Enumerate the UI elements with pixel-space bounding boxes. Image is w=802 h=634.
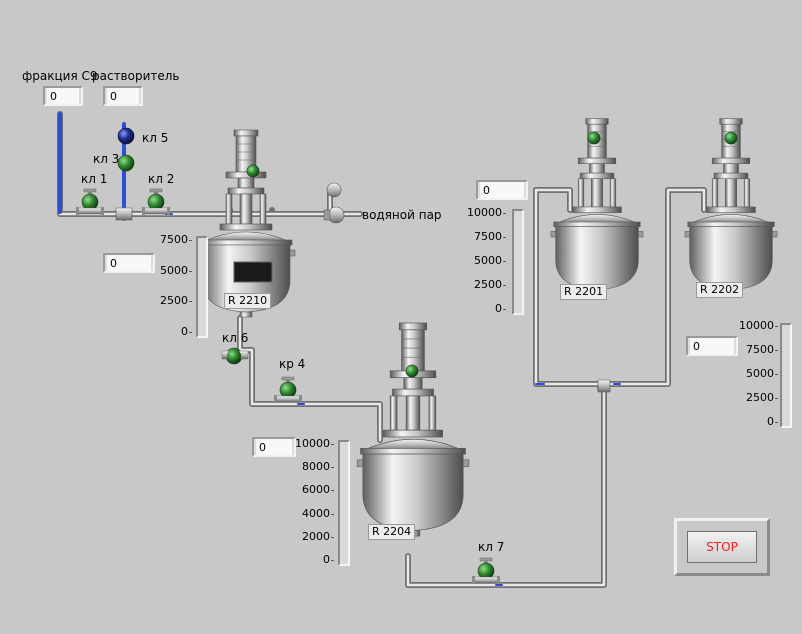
valve-kl5[interactable]	[117, 127, 135, 145]
valve-kl3-label: кл 3	[93, 152, 120, 166]
scale-tick: 0	[495, 302, 506, 315]
steam-label: водяной пар	[362, 208, 442, 222]
reactor-r2204	[356, 322, 470, 537]
r2201-value[interactable]	[480, 182, 524, 198]
sight-glass	[233, 261, 273, 283]
scale-tick: 5000	[746, 367, 778, 380]
scale-tick: 2500	[474, 278, 506, 291]
valve-kl3[interactable]	[117, 154, 135, 172]
valve-kl2-label: кл 2	[148, 172, 175, 186]
c9-input[interactable]	[47, 88, 79, 104]
scale-tick: 0	[323, 553, 334, 566]
valve-kr4[interactable]	[274, 376, 302, 404]
scale-tick: 5000	[474, 254, 506, 267]
c9-box	[43, 86, 83, 106]
scale-tick: 7500	[160, 233, 192, 246]
reactor-r2210-label: R 2210	[224, 293, 272, 309]
valve-kl7-label: кл 7	[478, 540, 505, 554]
valve-kl1[interactable]	[76, 188, 104, 216]
valve-kr4-label: кр 4	[279, 357, 306, 371]
valve-kl7[interactable]	[472, 557, 500, 585]
scale-tick: 0	[767, 415, 778, 428]
valve-kl6-label: кл 6	[222, 331, 249, 345]
reactor-r2201	[550, 118, 644, 295]
reactor-r2210	[196, 129, 296, 318]
scale-tick: 2500	[746, 391, 778, 404]
steam-valve[interactable]	[323, 182, 345, 224]
scale-tick: 10000	[739, 319, 778, 332]
scale-tick: 7500	[474, 230, 506, 243]
scale-tick: 0	[181, 325, 192, 338]
scale-tick: 2000	[302, 529, 334, 543]
scale-tick: 2500	[160, 294, 192, 308]
r2204-value[interactable]	[256, 439, 292, 455]
r2202-value-box	[686, 336, 738, 356]
scale-tick: 10000	[467, 206, 506, 219]
solvent-input[interactable]	[107, 88, 139, 104]
valve-kl2[interactable]	[142, 188, 170, 216]
r2210-value-box	[103, 253, 155, 273]
c9-label: фракция С9	[22, 69, 98, 83]
motor-indicator-r2210	[246, 164, 260, 178]
r2201-value-box	[476, 180, 528, 200]
reactor-r2202-label: R 2202	[696, 282, 744, 298]
motor-indicator-r2204	[405, 364, 419, 378]
r2204-scale: 10000 8000 6000 4000 2000 0	[290, 438, 334, 566]
motor-indicator-r2202	[724, 131, 738, 145]
r2204-level-gauge	[338, 440, 350, 566]
reactor-r2202	[684, 118, 778, 295]
r2202-value[interactable]	[690, 338, 734, 354]
r2210-value[interactable]	[107, 255, 151, 271]
r2201-scale: 10000 7500 5000 2500 0	[462, 207, 506, 315]
scale-tick: 6000	[302, 483, 334, 497]
scale-tick: 10000	[295, 437, 334, 450]
r2202-scale: 10000 7500 5000 2500 0	[734, 320, 778, 428]
stop-frame: STOP	[674, 518, 770, 576]
solvent-box	[103, 86, 143, 106]
stop-button[interactable]: STOP	[687, 531, 757, 563]
r2210-level-gauge	[196, 236, 208, 338]
scale-tick: 5000	[160, 263, 192, 277]
r2201-level-gauge	[512, 209, 524, 315]
r2210-scale: 7500 5000 2500 0	[148, 234, 192, 338]
r2204-value-box	[252, 437, 296, 457]
valve-kl6[interactable]	[221, 347, 249, 365]
motor-indicator-r2201	[587, 131, 601, 145]
reactor-r2204-label: R 2204	[368, 524, 416, 540]
solvent-label: растворитель	[92, 69, 180, 83]
valve-kl5-label: кл 5	[142, 131, 169, 145]
scale-tick: 7500	[746, 343, 778, 356]
reactor-r2201-label: R 2201	[560, 284, 608, 300]
scale-tick: 8000	[302, 460, 334, 474]
valve-kl1-label: кл 1	[81, 172, 108, 186]
scale-tick: 4000	[302, 506, 334, 520]
r2202-level-gauge	[780, 323, 792, 428]
